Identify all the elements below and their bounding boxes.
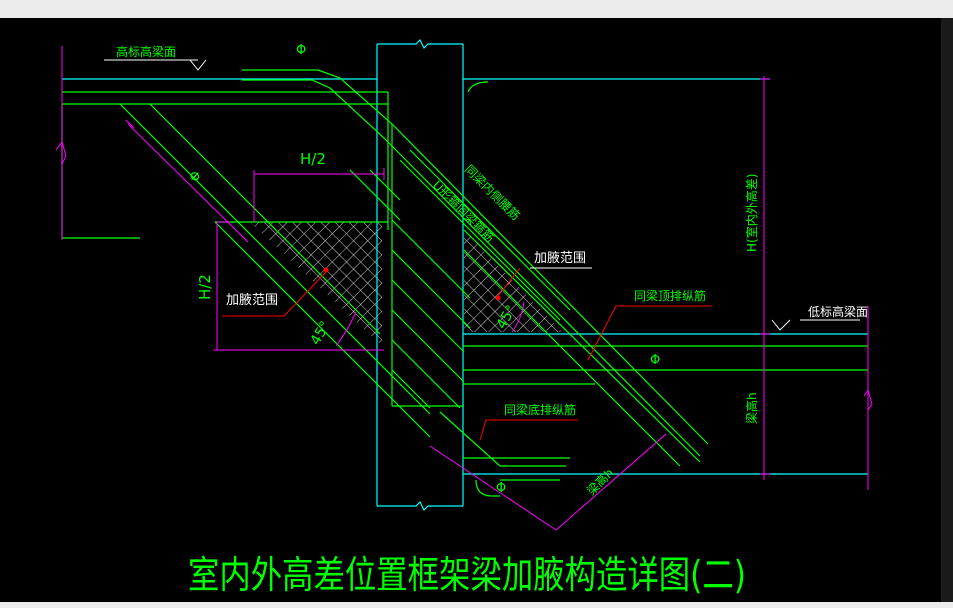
haunch-hatch-right	[464, 230, 562, 332]
status-strip	[0, 602, 953, 608]
column-outline	[376, 38, 464, 512]
red-leaders	[222, 267, 712, 441]
cad-drawing-canvas[interactable]: 高标高梁面 Φ Φ H/2 H/2 加腋范围 加腋范围 45° 45° 同梁内侧…	[0, 18, 941, 602]
drawing-title: 室内外高差位置框架梁加腋构造详图(二)	[188, 553, 746, 597]
label-beam-height: 梁高h	[744, 392, 759, 424]
dimension-lines	[55, 46, 873, 531]
label-phi-top: Φ	[296, 43, 306, 58]
rebar-and-beam-lines	[61, 69, 868, 497]
label-height-difference: H(室内外高差)	[744, 174, 759, 252]
label-phi-bottom: Φ	[496, 481, 506, 496]
label-haunch-range-right: 加腋范围	[534, 251, 586, 266]
label-angle-left: 45°	[308, 318, 334, 348]
label-haunch-range-left: 加腋范围	[226, 293, 278, 308]
label-same-beam-bottom: 同梁底排纵筋	[504, 402, 576, 417]
vertical-scrollbar[interactable]	[941, 18, 953, 602]
label-same-beam-top: 同梁顶排纵筋	[634, 288, 706, 303]
label-phi-right: Φ	[650, 353, 660, 368]
label-high-beam-top: 高标高梁面	[116, 44, 176, 59]
label-low-beam-top: 低标高梁面	[808, 304, 868, 319]
label-h-half-horizontal: H/2	[300, 150, 326, 168]
label-h-half-vertical: H/2	[196, 274, 214, 300]
toolbar-strip	[0, 0, 953, 18]
cad-drawing: 高标高梁面 Φ Φ H/2 H/2 加腋范围 加腋范围 45° 45° 同梁内侧…	[55, 38, 873, 597]
haunch-hatch-left	[250, 222, 382, 346]
leader-lines	[104, 59, 860, 331]
beam-outlines	[62, 78, 868, 475]
